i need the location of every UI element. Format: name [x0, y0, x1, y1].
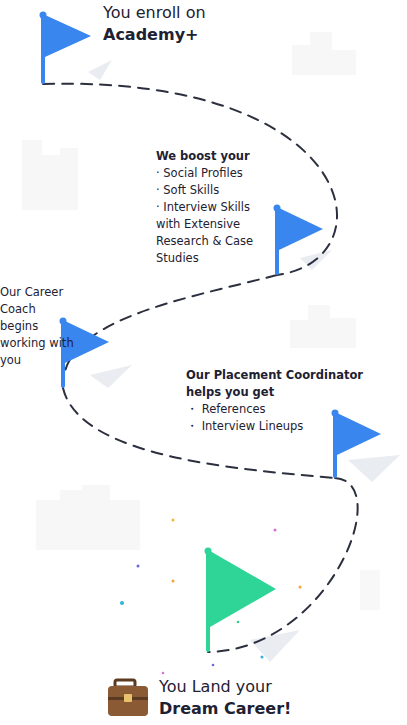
milestone-line: ・ References [186, 401, 381, 418]
dashed-route [208, 478, 358, 652]
milestone-line: · Soft Skills [156, 182, 274, 199]
milestone-heading: Our Career Coach begins working with you [0, 284, 74, 369]
milestone-line: Dream Career! [159, 698, 309, 720]
flag-icon [41, 12, 93, 84]
milestone: You Land yourDream Career! [105, 545, 315, 725]
flag-cloth [279, 208, 323, 250]
milestone-heading: Our Placement Coordinator helps you get [186, 367, 381, 401]
milestone-line: Academy+ [103, 24, 313, 46]
milestone-text: Our Placement Coordinator helps you get・… [186, 367, 381, 435]
flag-pole [61, 320, 65, 388]
milestone-text: You Land yourDream Career! [159, 676, 309, 720]
flag-pole [206, 550, 210, 652]
milestone: We boost your· Social Profiles· Soft Ski… [150, 145, 350, 275]
milestone-text: Our Career Coach begins working with you [0, 284, 74, 369]
milestone: You enroll onAcademy+ [38, 0, 318, 84]
dashed-route [43, 84, 337, 275]
flag-icon [275, 205, 325, 275]
flag-pole [333, 412, 337, 478]
flag-cloth [45, 15, 91, 57]
milestone-heading: You enroll on [103, 2, 313, 24]
flag-pole [41, 14, 45, 84]
briefcase-icon [108, 680, 148, 716]
flag-icon [333, 410, 383, 478]
flag-cloth [210, 551, 276, 627]
milestone: Our Career Coach begins working with you [0, 282, 112, 388]
flag-icon [61, 318, 111, 388]
milestone-line: · Social Profiles [156, 165, 274, 182]
milestone-line: · Interview Skills with Extensive Resear… [156, 199, 274, 267]
flag-icon [206, 548, 278, 652]
milestone-heading: We boost your [156, 148, 274, 165]
flag-pole [275, 207, 279, 275]
milestone-text: We boost your· Social Profiles· Soft Ski… [156, 148, 274, 267]
flag-cloth [337, 413, 381, 455]
milestone: Our Placement Coordinator helps you get・… [183, 365, 403, 480]
milestone-heading: You Land your [159, 676, 309, 698]
milestone-text: You enroll onAcademy+ [103, 2, 313, 46]
milestone-line: ・ Interview Lineups [186, 418, 381, 435]
